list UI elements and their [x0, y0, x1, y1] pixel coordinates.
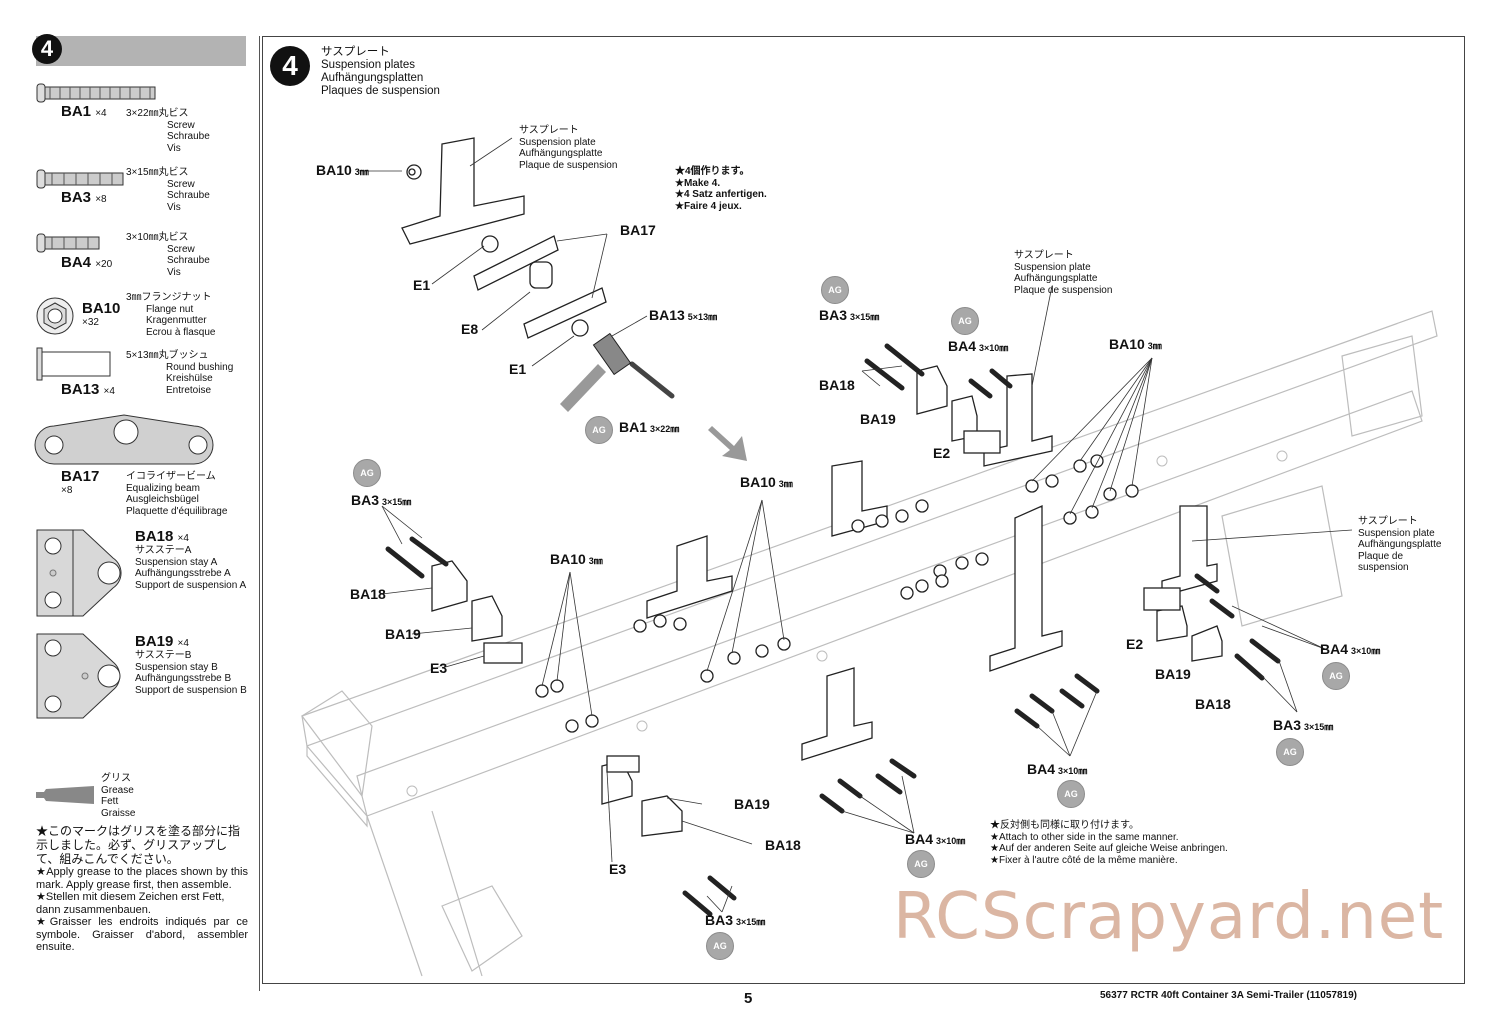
grease-label: グリス Grease Fett Graisse	[101, 773, 136, 819]
label-ba19-upper: BA19	[860, 411, 896, 427]
label-e3-left: E3	[430, 660, 448, 676]
ag-badge-ba3-bottom: AG	[706, 932, 734, 960]
part-desc-ba4: 3×10㎜丸ビス Screw Schraube Vis	[126, 232, 210, 278]
part-desc-ba17: イコライザービーム Equalizing beam Ausgleichsbüge…	[126, 471, 228, 517]
step-title: サスプレート Suspension plates Aufhängungsplat…	[321, 46, 440, 97]
ag-badge-ba4-right: AG	[1322, 662, 1350, 690]
sidebar-divider	[259, 36, 260, 991]
label-e1-lower: E1	[509, 361, 527, 377]
part-id-ba10: BA10 ×32	[82, 300, 121, 328]
screw-ba1-icon	[36, 83, 156, 103]
suspension-plate-callout-upper: サスプレート Suspension plate Aufhängungsplatt…	[1014, 250, 1113, 296]
part-id-ba13: BA13 ×4	[61, 381, 115, 398]
label-e3-bottom: E3	[609, 861, 627, 877]
part-id-ba1: BA1 ×4	[61, 103, 107, 120]
suspension-plate-callout-right: サスプレート Suspension plate Aufhängungsplatt…	[1358, 516, 1442, 573]
ag-badge-ba4-center: AG	[1057, 780, 1085, 808]
ag-badge-ba4-upper: AG	[951, 307, 979, 335]
label-ba18-right: BA18	[1195, 696, 1231, 712]
label-ba19-right: BA19	[1155, 666, 1191, 682]
label-ba19-bottom: BA19	[734, 796, 770, 812]
part-id-ba3: BA3 ×8	[61, 189, 107, 206]
flange-nut-ba10-icon	[36, 297, 74, 335]
sidebar-step-number: 4	[32, 34, 62, 64]
label-e8: E8	[461, 321, 479, 337]
label-ba18-upper: BA18	[819, 377, 855, 393]
ag-badge-ba3-right: AG	[1276, 738, 1304, 766]
page-number: 5	[744, 990, 753, 1007]
main-step-number: 4	[270, 46, 310, 86]
part-desc-ba1: 3×22㎜丸ビス Screw Schraube Vis	[126, 108, 210, 154]
grease-tube-icon	[36, 786, 94, 804]
part-desc-ba10: 3㎜フランジナット Flange nut Kragenmutter Ecrou …	[126, 292, 216, 338]
grease-instructions: ★このマークはグリスを塗る部分に指示しました。必ず、グリスアップして、組みこんで…	[36, 824, 248, 953]
suspension-plate-callout: サスプレート Suspension plate Aufhängungsplatt…	[519, 125, 618, 171]
label-e2-upper: E2	[933, 445, 951, 461]
label-ba18-left: BA18	[350, 586, 386, 602]
product-reference: 56377 RCTR 40ft Container 3A Semi-Traile…	[1100, 990, 1357, 1001]
label-ba18-bottom: BA18	[765, 837, 801, 853]
part-desc-ba3: 3×15㎜丸ビス Screw Schraube Vis	[126, 167, 210, 213]
part-desc-ba18: BA18 ×4 サスステーA Suspension stay A Aufhäng…	[135, 528, 247, 591]
round-bushing-ba13-icon	[36, 347, 111, 381]
screw-ba4-icon	[36, 233, 100, 253]
part-desc-ba13: 5×13㎜丸ブッシュ Round bushing Kreishülse Entr…	[126, 350, 234, 396]
chassis-diagram	[301, 137, 1438, 977]
make-four-note: ★4個作ります。 ★Make 4. ★4 Satz anfertigen. ★F…	[675, 166, 767, 212]
label-ba17: BA17	[620, 222, 656, 238]
ag-badge-ba3-left: AG	[353, 459, 381, 487]
part-id-ba17: BA17 ×8	[61, 468, 100, 496]
suspension-stay-a-ba18-icon	[36, 529, 122, 617]
ag-badge-ba1: AG	[585, 416, 613, 444]
ag-badge-ba4-bottom: AG	[907, 850, 935, 878]
part-desc-ba19: BA19 ×4 サスステーB Suspension stay B Aufhäng…	[135, 633, 247, 696]
label-e2-right: E2	[1126, 636, 1144, 652]
watermark: RCScrapyard.net	[893, 880, 1445, 954]
suspension-stay-b-ba19-icon	[36, 633, 121, 719]
label-ba19-left: BA19	[385, 626, 421, 642]
part-id-ba4: BA4 ×20	[61, 254, 113, 271]
sidebar-step-header-bar	[36, 36, 246, 66]
screw-ba3-icon	[36, 169, 124, 189]
ag-badge-ba3-upper: AG	[821, 276, 849, 304]
label-e1-upper: E1	[413, 277, 431, 293]
equalizing-beam-ba17-icon	[34, 414, 214, 465]
main-step-frame	[262, 36, 1465, 984]
other-side-note: ★反対側も同様に取り付けます。 ★Attach to other side in…	[990, 820, 1228, 866]
